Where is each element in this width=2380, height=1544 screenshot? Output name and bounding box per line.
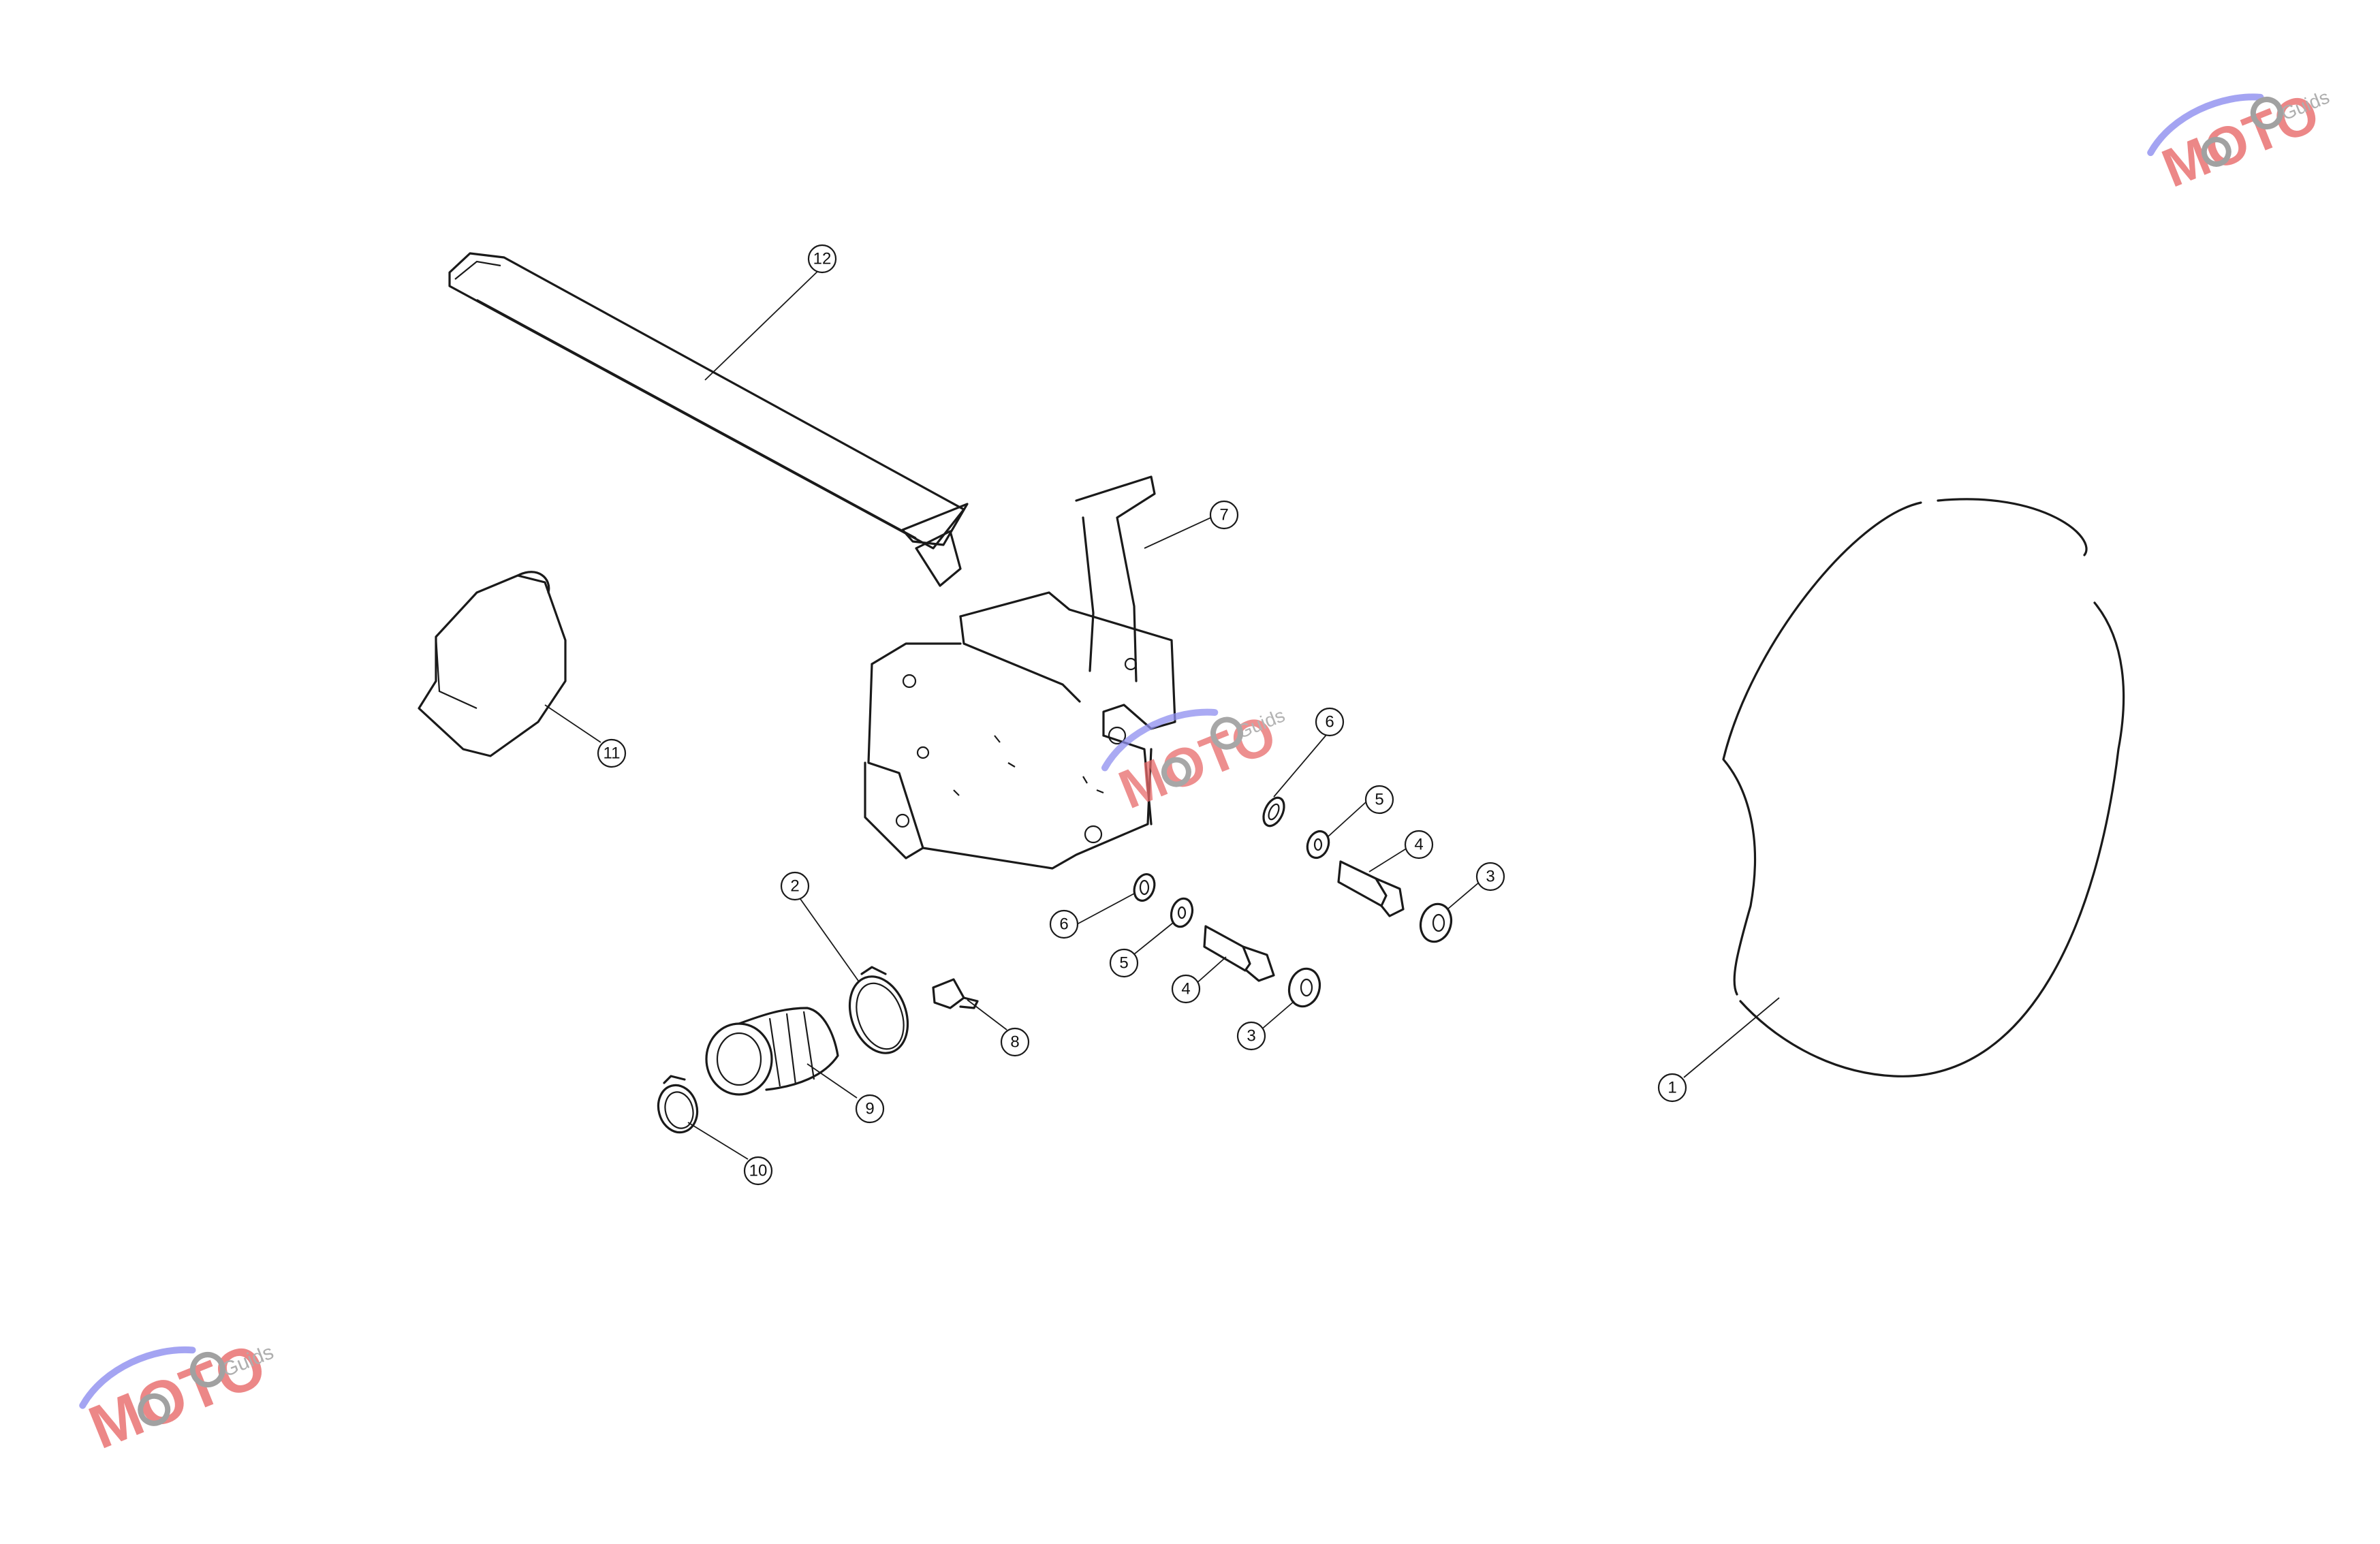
svg-text:3: 3 [1247, 1027, 1255, 1045]
leader-lines [544, 266, 1780, 1160]
part-6-lockwasher-lower [1133, 873, 1156, 902]
part-1-outline [1722, 498, 2125, 1077]
part-3-grommet-lower [1287, 967, 1321, 1008]
watermark-logo-top-right: MOTO Guids [2147, 82, 2332, 199]
part-7-bracket [864, 475, 1176, 870]
callout-11: 11 [597, 738, 627, 768]
callout-8: 8 [1000, 1027, 1030, 1057]
svg-text:2: 2 [790, 877, 799, 896]
svg-text:9: 9 [865, 1100, 874, 1118]
part-3-grommet-upper [1419, 902, 1453, 943]
callout-4-lower: 4 [1171, 974, 1201, 1004]
callout-3-lower: 3 [1236, 1021, 1266, 1051]
callout-3-upper: 3 [1475, 862, 1505, 892]
svg-text:4: 4 [1181, 980, 1190, 998]
callout-10: 10 [743, 1156, 773, 1186]
callout-4-upper: 4 [1404, 830, 1434, 860]
part-9-hose [705, 1007, 839, 1096]
part-5-washer-upper [1306, 830, 1330, 860]
callout-6-lower: 6 [1049, 909, 1079, 939]
svg-text:3: 3 [1486, 868, 1494, 886]
callout-5-upper: 5 [1364, 785, 1394, 815]
svg-text:5: 5 [1375, 791, 1383, 809]
watermark-logo-bottom-left: MOTO Guids [79, 1331, 277, 1462]
callout-9: 9 [855, 1094, 885, 1124]
callout-1: 1 [1657, 1073, 1687, 1103]
svg-text:10: 10 [749, 1162, 768, 1180]
watermark-logo-center: MOTO Guids [1101, 703, 1288, 820]
callout-5-lower: 5 [1109, 948, 1139, 978]
part-4-bolt-lower [1203, 925, 1275, 982]
svg-text:7: 7 [1219, 506, 1228, 524]
part-12-strap [448, 252, 969, 587]
callout-7: 7 [1209, 500, 1239, 530]
svg-text:4: 4 [1414, 836, 1423, 854]
callout-6-upper: 6 [1315, 707, 1345, 737]
svg-text:6: 6 [1059, 915, 1068, 934]
svg-text:12: 12 [813, 250, 832, 268]
part-5-washer-lower [1170, 897, 1194, 928]
part-8-screw [932, 978, 979, 1009]
part-2-clamp [848, 966, 909, 1054]
callout-12: 12 [807, 244, 837, 274]
svg-text:11: 11 [604, 744, 621, 763]
callout-2: 2 [780, 871, 810, 901]
svg-text:8: 8 [1010, 1033, 1019, 1052]
part-11-box [418, 571, 567, 757]
part-6-lockwasher-upper [1262, 796, 1285, 828]
svg-text:5: 5 [1119, 954, 1128, 973]
part-10-clamp [657, 1075, 699, 1134]
svg-text:6: 6 [1325, 713, 1334, 731]
part-4-bolt-upper [1337, 860, 1405, 917]
svg-text:1: 1 [1667, 1079, 1676, 1097]
